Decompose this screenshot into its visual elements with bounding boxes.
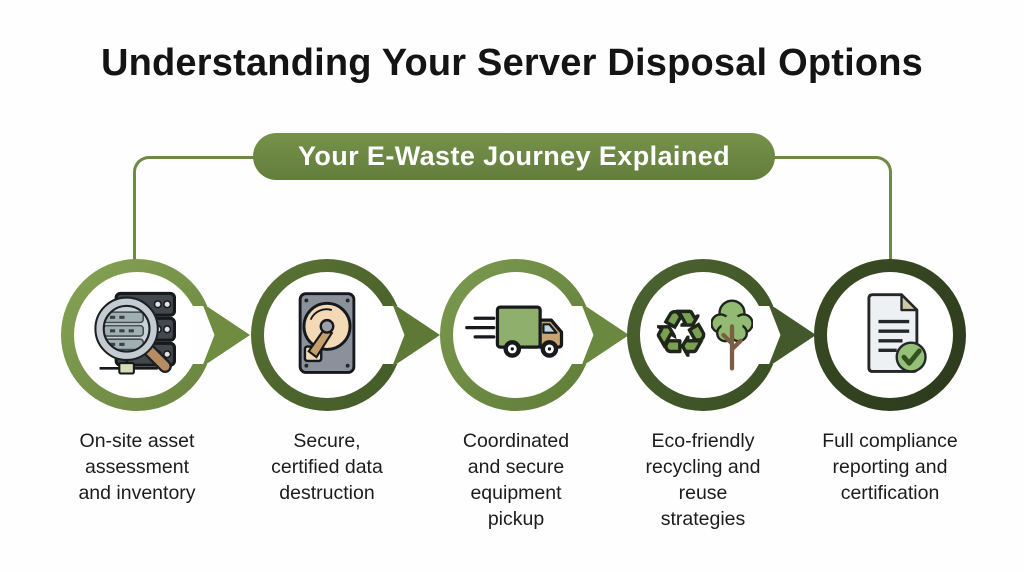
step-3-equipment-pickup: Coordinated and secure equipment pickup (440, 259, 629, 532)
step-5-label: Full compliance reporting and certificat… (822, 430, 958, 504)
asset-search-server-icon (74, 272, 200, 398)
compliance-document-check-icon (827, 272, 953, 398)
step-5-circle (814, 259, 966, 411)
step-4-recycling: ♻ Eco-friendly recycling and reuse strat… (627, 259, 816, 532)
recycling-tree-icon: ♻ (640, 272, 766, 398)
step-2-label: Secure, certified data destruction (271, 430, 383, 504)
hard-drive-destruction-icon (264, 272, 390, 398)
bracket-connector-left (133, 156, 257, 262)
step-3-circle (440, 259, 594, 411)
step-5-compliance: Full compliance reporting and certificat… (814, 259, 966, 506)
step-1-asset-assessment: On-site asset assessment and inventory (61, 259, 250, 506)
step-1-circle (61, 259, 215, 411)
subtitle-banner-label: Your E-Waste Journey Explained (297, 141, 731, 171)
step-2-circle (251, 259, 405, 411)
step-3-label: Coordinated and secure equipment pickup (462, 430, 570, 530)
bracket-connector-right (774, 156, 892, 262)
step-1-label: On-site asset assessment and inventory (78, 430, 196, 504)
recycle-symbol-icon: ♻ (652, 300, 709, 369)
subtitle-banner: Your E-Waste Journey Explained (253, 133, 775, 180)
step-4-circle: ♻ (627, 259, 781, 411)
step-2-data-destruction: Secure, certified data destruction (251, 259, 440, 506)
step-4-label: Eco-friendly recycling and reuse strateg… (645, 430, 761, 530)
pickup-truck-icon (453, 272, 579, 398)
page-title: Understanding Your Server Disposal Optio… (100, 42, 924, 84)
tree-icon (710, 299, 753, 371)
